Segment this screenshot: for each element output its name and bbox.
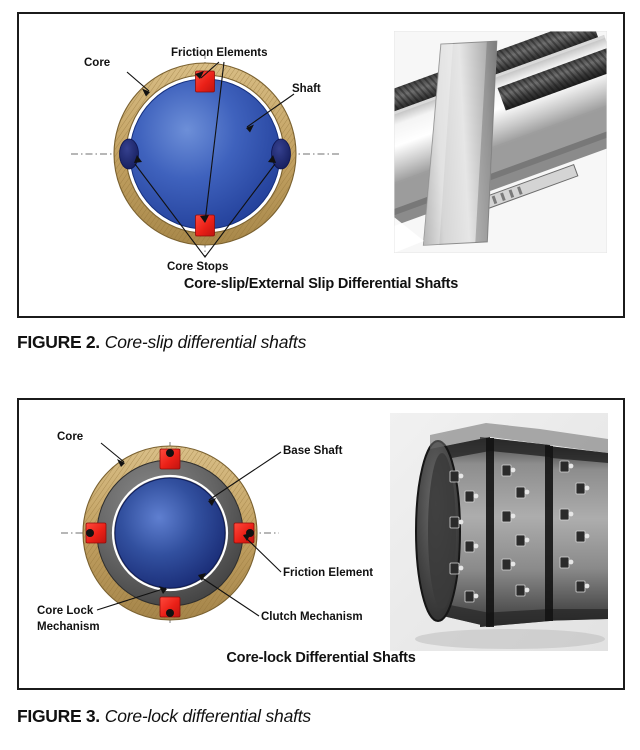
lug-bolts-group bbox=[449, 460, 590, 603]
front-flange bbox=[415, 440, 461, 622]
figure-3-photo bbox=[390, 413, 608, 651]
figure-2-diagram: Core Friction Elements Shaft Core Stops bbox=[19, 14, 391, 316]
figure-3-caption-label: FIGURE 3. bbox=[17, 706, 100, 726]
label-base-shaft: Base Shaft bbox=[283, 445, 343, 457]
drum-middle bbox=[480, 437, 550, 627]
leader-arrowheads-group bbox=[117, 459, 251, 594]
figure-3-panel-title: Core-lock Differential Shafts bbox=[226, 650, 416, 666]
label-core: Core bbox=[84, 57, 110, 69]
leader-lines-group bbox=[126, 61, 295, 258]
core-stop-left bbox=[119, 138, 139, 170]
figure-3-caption-text: Core-lock differential shafts bbox=[104, 706, 311, 726]
shaft-disc bbox=[129, 78, 281, 230]
core-lock-dot-left bbox=[86, 529, 94, 537]
label-friction-elements: Friction Elements bbox=[171, 47, 268, 59]
figure-3-diagram: Core Base Shaft Friction Element Clutch … bbox=[19, 400, 391, 688]
core-lock-dot-top bbox=[166, 449, 174, 457]
core-lock-dot-bottom bbox=[166, 609, 174, 617]
label-core-stops: Core Stops bbox=[167, 261, 228, 273]
figure-3-block: Core Base Shaft Friction Element Clutch … bbox=[17, 398, 625, 690]
figure-2-photo bbox=[394, 31, 607, 253]
label-clutch-mechanism: Clutch Mechanism bbox=[261, 611, 363, 623]
label-core-lock-mechanism-line2: Mechanism bbox=[37, 621, 100, 633]
figure-2-caption: FIGURE 2. Core-slip differential shafts bbox=[17, 332, 306, 353]
separator-bands bbox=[486, 438, 553, 627]
friction-element-bottom bbox=[195, 214, 215, 237]
base-shaft-disc bbox=[114, 477, 226, 589]
core-stop-right bbox=[271, 138, 291, 170]
label-core-lock-mechanism-line1: Core Lock bbox=[37, 605, 94, 617]
drum-back bbox=[540, 445, 608, 621]
figure-2-block: Core Friction Elements Shaft Core Stops bbox=[17, 12, 625, 318]
leader-lines-group bbox=[96, 442, 282, 617]
figure-3-caption: FIGURE 3. Core-lock differential shafts bbox=[17, 706, 311, 727]
figure-2-caption-label: FIGURE 2. bbox=[17, 332, 100, 352]
paper-core-sleeve bbox=[422, 40, 498, 246]
separation-ring bbox=[111, 474, 229, 592]
figure-2-panel: Core Friction Elements Shaft Core Stops bbox=[17, 12, 625, 318]
figure-2-panel-title: Core-slip/External Slip Differential Sha… bbox=[183, 276, 459, 292]
leader-arrowheads-group bbox=[134, 71, 276, 223]
label-friction-element: Friction Element bbox=[283, 567, 373, 579]
figure-2-caption-text: Core-slip differential shafts bbox=[104, 332, 307, 352]
label-shaft: Shaft bbox=[292, 83, 321, 95]
figure-3-panel: Core Base Shaft Friction Element Clutch … bbox=[17, 398, 625, 690]
label-core: Core bbox=[57, 431, 83, 443]
